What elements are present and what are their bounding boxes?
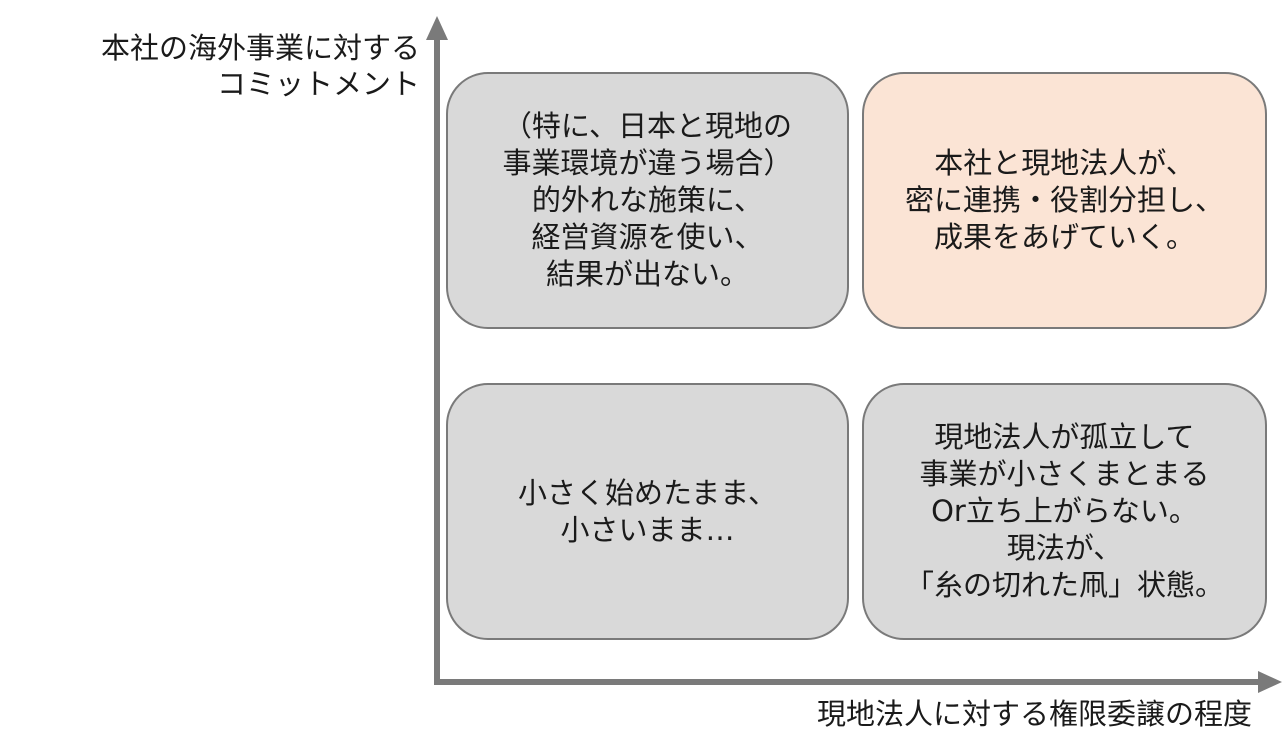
quadrant-text-line: （特に、日本と現地の — [502, 109, 793, 143]
quadrant-text-line: 現法が、 — [1006, 531, 1123, 565]
quadrant-text-line: 事業が小さくまとまる — [919, 457, 1210, 491]
quadrant-text-line: 成果をあげていく。 — [933, 220, 1195, 254]
quadrant-text-line: 経営資源を使い、 — [531, 220, 764, 254]
y-axis-label: 本社の海外事業に対する コミットメント — [101, 30, 420, 102]
x-axis-arrow — [1258, 671, 1282, 693]
y-axis-label-line-1: 本社の海外事業に対する — [100, 31, 420, 65]
quadrant-text-line: 本社と現地法人が、 — [934, 146, 1195, 180]
quadrant-top-right-text: 本社と現地法人が、 密に連携・役割分担し、 成果をあげていく。 — [905, 145, 1224, 256]
quadrant-text-line: 密に連携・役割分担し、 — [904, 183, 1224, 217]
quadrant-text-line: 小さく始めたまま、 — [518, 475, 777, 510]
x-axis-label: 現地法人に対する権限委譲の程度 — [816, 697, 1252, 731]
quadrant-bottom-left-text: 小さく始めたまま、 小さいまま… — [518, 475, 777, 549]
quadrant-top-left-text: （特に、日本と現地の 事業環境が違う場合） 的外れな施策に、 経営資源を使い、 … — [502, 108, 792, 293]
quadrant-text-line: 現地法人が孤立して — [934, 420, 1195, 454]
quadrant-top-left: （特に、日本と現地の 事業環境が違う場合） 的外れな施策に、 経営資源を使い、 … — [446, 72, 849, 329]
quadrant-text-line: 事業環境が違う場合） — [502, 146, 793, 180]
y-axis-label-line-2: コミットメント — [216, 67, 420, 101]
quadrant-bottom-right: 現地法人が孤立して 事業が小さくまとまる Or立ち上がらない。 現法が、 「糸の… — [862, 383, 1267, 640]
quadrant-text-line: 的外れな施策に、 — [531, 183, 764, 217]
quadrant-text-line: 小さいまま… — [560, 512, 735, 547]
quadrant-bottom-right-text: 現地法人が孤立して 事業が小さくまとまる Or立ち上がらない。 現法が、 「糸の… — [905, 419, 1224, 604]
quadrant-bottom-left: 小さく始めたまま、 小さいまま… — [446, 383, 849, 640]
y-axis-arrow — [426, 16, 448, 40]
quadrant-top-right: 本社と現地法人が、 密に連携・役割分担し、 成果をあげていく。 — [862, 72, 1267, 329]
quadrant-text-line: Or立ち上がらない。 — [931, 494, 1198, 528]
quadrant-text-line: 結果が出ない。 — [545, 257, 749, 291]
quadrant-text-line: 「糸の切れた凧」状態。 — [904, 568, 1224, 602]
